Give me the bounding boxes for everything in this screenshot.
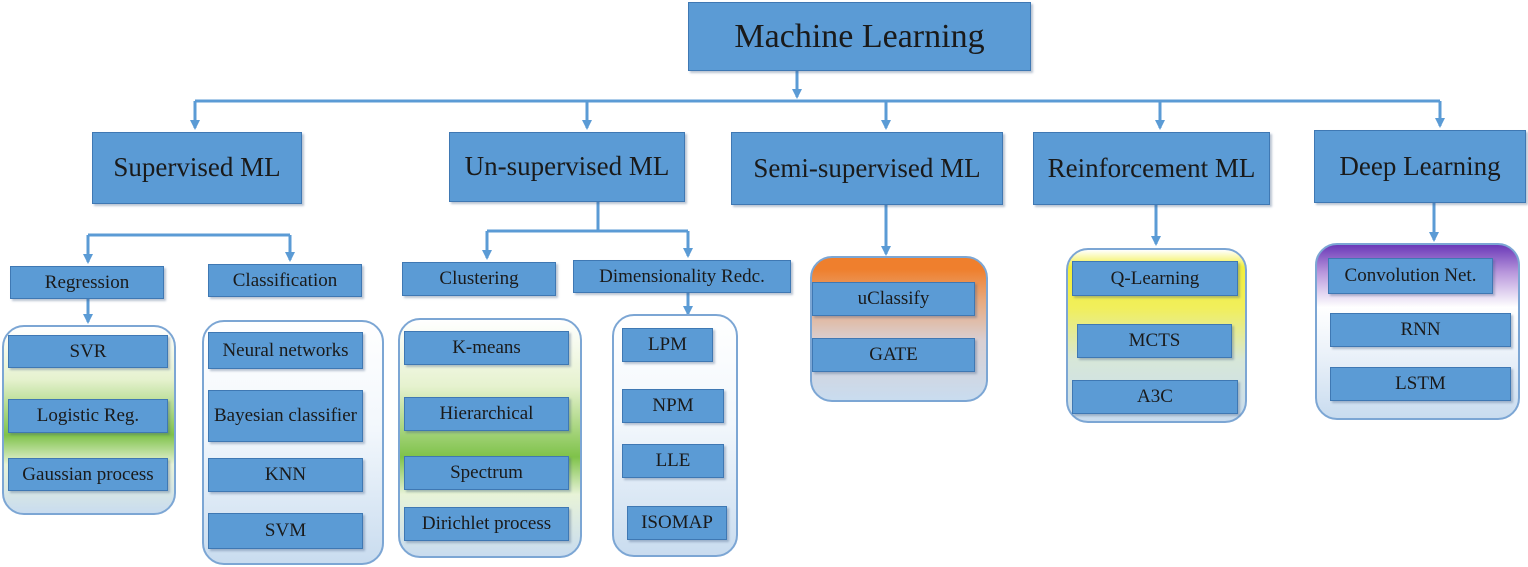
list-item: SVM xyxy=(208,513,363,549)
list-item: RNN xyxy=(1330,313,1511,347)
list-item: LPM xyxy=(622,328,713,362)
list-item: Spectrum xyxy=(404,456,569,490)
list-item: MCTS xyxy=(1077,324,1232,358)
list-item: Dirichlet process xyxy=(404,507,569,541)
list-item: LSTM xyxy=(1330,367,1511,401)
subcategory-dimensionality-reduction: Dimensionality Redc. xyxy=(573,260,791,293)
list-item: Gaussian process xyxy=(8,458,168,491)
category-semi-supervised: Semi-supervised ML xyxy=(731,132,1003,205)
category-deep-learning: Deep Learning xyxy=(1314,130,1526,203)
list-item: KNN xyxy=(208,458,363,492)
category-unsupervised: Un-supervised ML xyxy=(449,132,685,202)
list-item: LLE xyxy=(622,444,724,478)
list-item: Logistic Reg. xyxy=(8,399,168,433)
list-item: NPM xyxy=(622,389,724,423)
list-item: Convolution Net. xyxy=(1328,258,1493,294)
list-item: A3C xyxy=(1072,380,1238,414)
list-item: SVR xyxy=(8,335,168,368)
list-item: Hierarchical xyxy=(404,397,569,431)
category-reinforcement: Reinforcement ML xyxy=(1033,132,1270,205)
list-item: Bayesian classifier xyxy=(208,390,363,442)
subcategory-classification: Classification xyxy=(208,264,362,297)
subcategory-clustering: Clustering xyxy=(402,262,556,296)
subcategory-regression: Regression xyxy=(10,266,164,299)
semi-supervised-group xyxy=(810,256,988,402)
list-item: uClassify xyxy=(812,282,975,316)
category-supervised: Supervised ML xyxy=(92,132,302,204)
list-item: K-means xyxy=(404,331,569,365)
list-item: ISOMAP xyxy=(627,506,727,540)
list-item: Q-Learning xyxy=(1072,261,1238,296)
list-item: Neural networks xyxy=(208,332,363,369)
root-node: Machine Learning xyxy=(688,2,1031,71)
list-item: GATE xyxy=(812,338,975,372)
